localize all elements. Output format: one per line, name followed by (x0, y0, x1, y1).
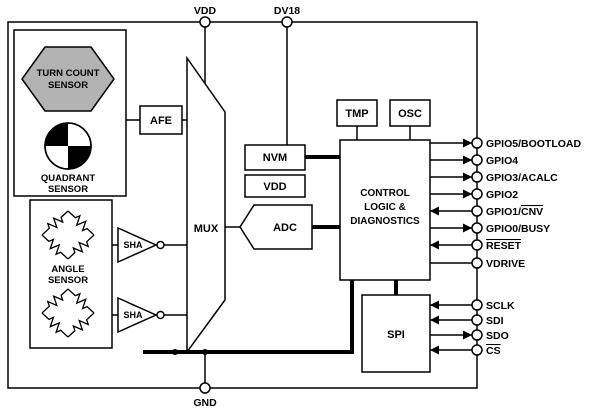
vdd-regulator-label: VDD (263, 181, 286, 193)
pin-sdo: SDO (430, 329, 509, 342)
pin-dv18-label: DV18 (274, 5, 300, 17)
svg-text:GPIO1/CNV: GPIO1/CNV (486, 206, 543, 218)
sha-top-label: SHA (123, 240, 143, 250)
pin-gpio5-bootload: GPIO5/BOOTLOAD (430, 137, 582, 150)
svg-text:GPIO3/ACALC: GPIO3/ACALC (486, 172, 558, 184)
svg-text:GPIO5/BOOTLOAD: GPIO5/BOOTLOAD (486, 138, 582, 150)
osc-label: OSC (398, 108, 422, 120)
pin-gnd-label: GND (193, 397, 217, 409)
control-label-1: CONTROL (360, 188, 409, 199)
mux-label: MUX (194, 223, 219, 235)
quadrant-sensor-label-2: SENSOR (48, 184, 88, 195)
adc-label: ADC (273, 222, 297, 234)
turn-count-sensor-label-2: SENSOR (48, 80, 88, 91)
angle-sensor-label-2: SENSOR (48, 275, 88, 286)
svg-text:VDRIVE: VDRIVE (486, 258, 525, 270)
control-label-2: LOGIC & (364, 202, 406, 213)
quadrant-sensor-symbol (44, 122, 92, 170)
afe-label: AFE (150, 115, 172, 127)
magnetic-sensor-block: TURN COUNT SENSOR QUADRANT SENSOR (13, 29, 127, 197)
spi-label: SPI (387, 329, 405, 341)
turn-count-sensor-hexagon (21, 46, 115, 112)
adc-block: ADC (239, 204, 340, 250)
svg-text:SDI: SDI (486, 315, 504, 327)
pin-sdi: SDI (430, 314, 504, 327)
svg-text:CS: CS (486, 345, 501, 357)
angle-sensor-block: ANGLE SENSOR (29, 199, 113, 349)
sha-bottom-label: SHA (123, 310, 143, 320)
junction-dot (172, 349, 178, 355)
angle-sensor-label-1: ANGLE (51, 264, 84, 275)
svg-text:SCLK: SCLK (486, 300, 515, 312)
pin-dv18: DV18 (274, 5, 300, 28)
pin-vdd: VDD (194, 5, 217, 28)
svg-text:GPIO4: GPIO4 (486, 155, 518, 167)
pin-vdd-label: VDD (194, 5, 217, 17)
turn-count-sensor-label-1: TURN COUNT (37, 68, 100, 79)
nvm-label: NVM (263, 152, 287, 164)
vdd-regulator-block: VDD (244, 174, 306, 198)
pin-gpio4: GPIO4 (430, 154, 518, 167)
svg-text:GPIO2: GPIO2 (486, 189, 518, 201)
afe-block: AFE (126, 105, 187, 135)
sha-top-amplifier: SHA (112, 226, 187, 264)
pin-gpio1-cnv: GPIO1/CNV (430, 205, 543, 218)
chopper-node-top (156, 240, 165, 250)
pin-gnd: GND (193, 382, 217, 409)
control-logic-block: CONTROL LOGIC & DIAGNOSTICS (339, 139, 431, 281)
ground-rail (143, 280, 354, 383)
chopper-node-bottom (156, 310, 165, 320)
pin-gpio2: GPIO2 (430, 188, 518, 201)
svg-text:RESET: RESET (486, 240, 522, 252)
mux-block: MUX (186, 55, 240, 355)
pin-gpio0-busy: GPIO0/BUSY (430, 222, 550, 235)
tmp-label: TMP (345, 108, 368, 120)
pin-gpio3-acalc: GPIO3/ACALC (430, 171, 558, 184)
pin-reset: RESET (430, 239, 522, 252)
spi-block: SPI (361, 280, 431, 373)
pin-sclk: SCLK (430, 299, 515, 312)
sha-bottom-amplifier: SHA (112, 296, 187, 334)
control-label-3: DIAGNOSTICS (350, 216, 420, 227)
tmp-block: TMP (336, 99, 378, 140)
nvm-block: NVM (244, 144, 340, 171)
osc-block: OSC (389, 99, 431, 140)
svg-text:GPIO0/BUSY: GPIO0/BUSY (486, 223, 550, 235)
pin-vdrive: VDRIVE (430, 257, 525, 270)
quadrant-sensor-label-1: QUADRANT (41, 173, 96, 184)
pin-cs: CS (430, 344, 501, 357)
svg-text:SDO: SDO (486, 330, 509, 342)
